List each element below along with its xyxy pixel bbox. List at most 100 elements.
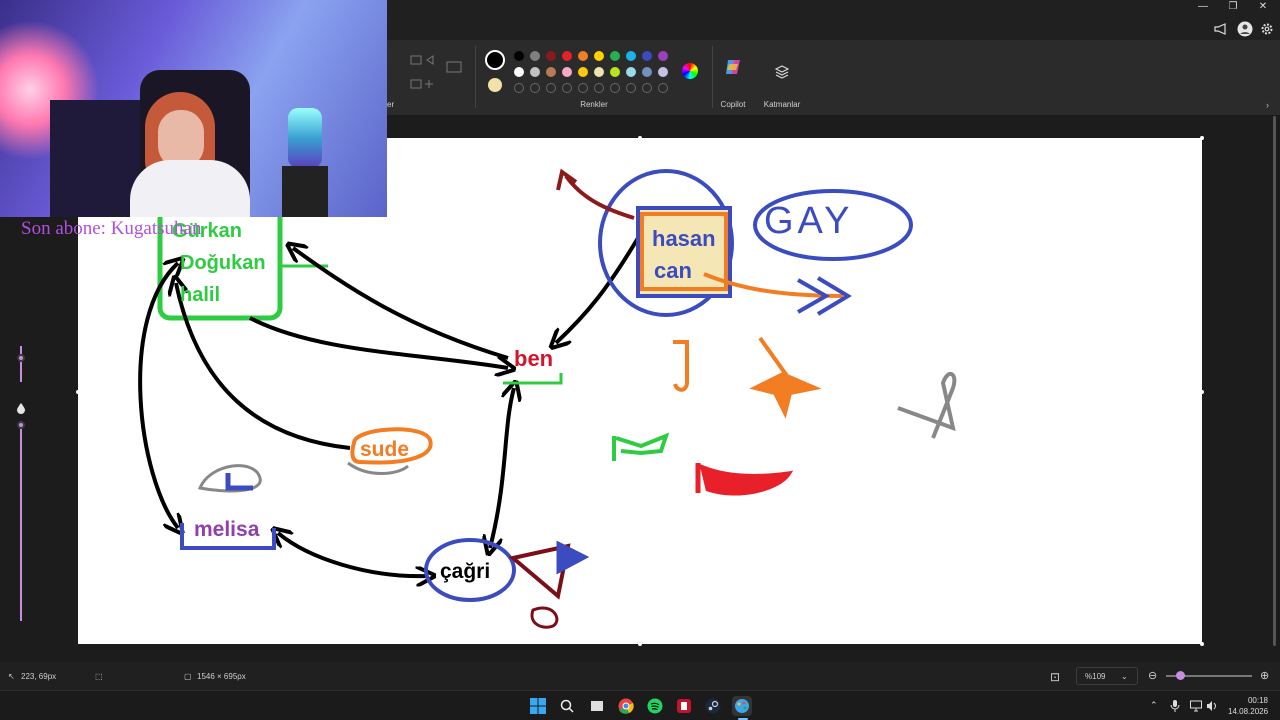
- ribbon-expand-icon[interactable]: ›: [1266, 100, 1269, 110]
- resize-handle-bottom-right[interactable]: [1200, 642, 1204, 646]
- custom-color-slot[interactable]: [514, 83, 524, 93]
- custom-color-slot[interactable]: [578, 83, 588, 93]
- megaphone-icon[interactable]: [1212, 20, 1230, 38]
- gear-icon[interactable]: [1258, 20, 1276, 38]
- orange-j-doodle: [673, 340, 689, 392]
- minimize-button[interactable]: —: [1198, 1, 1208, 12]
- color-swatch[interactable]: [530, 51, 540, 61]
- resize-handle-top[interactable]: [638, 136, 642, 140]
- arrow: [138, 263, 178, 528]
- fit-screen-icon[interactable]: ⊡: [1050, 670, 1061, 684]
- arrow: [490, 388, 514, 548]
- resize-handle-right[interactable]: [1200, 390, 1204, 394]
- ribbon-separator: [712, 46, 713, 108]
- color-swatch[interactable]: [562, 67, 572, 77]
- maximize-button[interactable]: ❐: [1228, 1, 1238, 12]
- color-swatch[interactable]: [530, 67, 540, 77]
- spotify-icon[interactable]: [645, 696, 665, 716]
- sude-outline: [350, 427, 433, 465]
- color-swatch[interactable]: [546, 67, 556, 77]
- last-subscriber-overlay: Son abone: Kugatsuhan: [21, 218, 202, 239]
- zoom-slider-thumb[interactable]: [1176, 671, 1185, 680]
- custom-color-slot[interactable]: [626, 83, 636, 93]
- custom-color-slot[interactable]: [530, 83, 540, 93]
- vertical-slider-upper[interactable]: [10, 346, 32, 386]
- color-swatch[interactable]: [610, 67, 620, 77]
- person-face: [158, 110, 204, 168]
- search-icon[interactable]: [557, 696, 577, 716]
- copilot-icon[interactable]: [724, 58, 742, 76]
- color-swatch[interactable]: [514, 67, 524, 77]
- vertical-slider-lower[interactable]: [10, 401, 32, 631]
- arrow: [249, 316, 508, 368]
- chrome-icon[interactable]: [616, 696, 636, 716]
- primary-color-swatch[interactable]: [485, 50, 505, 70]
- color-swatch[interactable]: [610, 51, 620, 61]
- account-icon[interactable]: [1236, 20, 1254, 38]
- color-swatch[interactable]: [642, 51, 652, 61]
- zoom-out-icon[interactable]: ⊖: [1148, 670, 1158, 682]
- start-icon[interactable]: [528, 696, 548, 716]
- color-swatch[interactable]: [594, 51, 604, 61]
- mic-stand: [282, 166, 328, 217]
- red-arrow: [564, 174, 635, 220]
- color-swatch[interactable]: [578, 67, 588, 77]
- steam-icon[interactable]: [703, 696, 723, 716]
- ben-underline: [503, 373, 563, 385]
- clock[interactable]: 00:18 14.08.2026: [1228, 695, 1268, 717]
- custom-color-slot[interactable]: [642, 83, 652, 93]
- color-swatch[interactable]: [642, 67, 652, 77]
- shapes-tool-group[interactable]: [405, 50, 465, 100]
- color-swatch[interactable]: [658, 51, 668, 61]
- secondary-color-swatch[interactable]: [488, 78, 502, 92]
- name-halil: halil: [180, 284, 221, 306]
- task-view-icon[interactable]: [587, 696, 607, 716]
- text-gay: GAY: [764, 200, 854, 242]
- resize-handle-top-right[interactable]: [1200, 136, 1204, 140]
- microphone-icon[interactable]: [1170, 699, 1180, 717]
- chevron-up-icon[interactable]: ⌃: [1150, 700, 1158, 710]
- color-swatch[interactable]: [626, 67, 636, 77]
- arrow: [176, 283, 351, 450]
- color-swatch[interactable]: [626, 51, 636, 61]
- color-swatch[interactable]: [594, 67, 604, 77]
- custom-color-slot[interactable]: [546, 83, 556, 93]
- arrow: [556, 236, 640, 343]
- cagri-circle: [424, 538, 516, 602]
- selection-icon: ⬚: [95, 672, 103, 681]
- active-app-indicator: [738, 718, 748, 720]
- arrow: [278, 533, 428, 576]
- custom-color-slot[interactable]: [594, 83, 604, 93]
- custom-color-slot[interactable]: [610, 83, 620, 93]
- vertical-scrollbar[interactable]: [1273, 116, 1276, 646]
- taskbar: ⌃ 00:18 14.08.2026: [0, 690, 1280, 720]
- color-swatch[interactable]: [546, 51, 556, 61]
- custom-color-slot[interactable]: [658, 83, 668, 93]
- color-swatch[interactable]: [562, 51, 572, 61]
- layers-icon[interactable]: [774, 64, 790, 80]
- paint-app-icon[interactable]: [732, 696, 752, 716]
- monitor-icon[interactable]: [1190, 699, 1202, 717]
- color-swatch[interactable]: [514, 51, 524, 61]
- color-swatch[interactable]: [658, 67, 668, 77]
- close-button[interactable]: ✕: [1258, 1, 1268, 12]
- name-dogukan: Doğukan: [180, 252, 266, 274]
- hasan-box: [636, 206, 732, 298]
- drawing-canvas[interactable]: Gürkan Doğukan halil ben sude melisa çağ…: [78, 138, 1202, 644]
- ribbon-partial-label: er: [387, 100, 395, 109]
- resize-handle-bottom[interactable]: [638, 642, 642, 646]
- cursor-icon: ↖: [8, 672, 15, 681]
- color-picker-button[interactable]: [682, 63, 698, 79]
- zoom-dropdown[interactable]: %109⌄: [1076, 667, 1138, 685]
- clock-date: 14.08.2026: [1228, 707, 1269, 716]
- zoom-in-icon[interactable]: ⊕: [1260, 670, 1270, 682]
- resize-handle-left[interactable]: [76, 390, 80, 394]
- custom-color-slot[interactable]: [562, 83, 572, 93]
- color-swatch[interactable]: [578, 51, 588, 61]
- zoom-slider[interactable]: [1166, 675, 1252, 677]
- webcam-overlay: [0, 0, 387, 217]
- drawing-layer: [138, 168, 957, 629]
- speaker-icon[interactable]: [1206, 699, 1218, 717]
- app-red-icon[interactable]: [674, 696, 694, 716]
- drop-icon: [16, 401, 26, 419]
